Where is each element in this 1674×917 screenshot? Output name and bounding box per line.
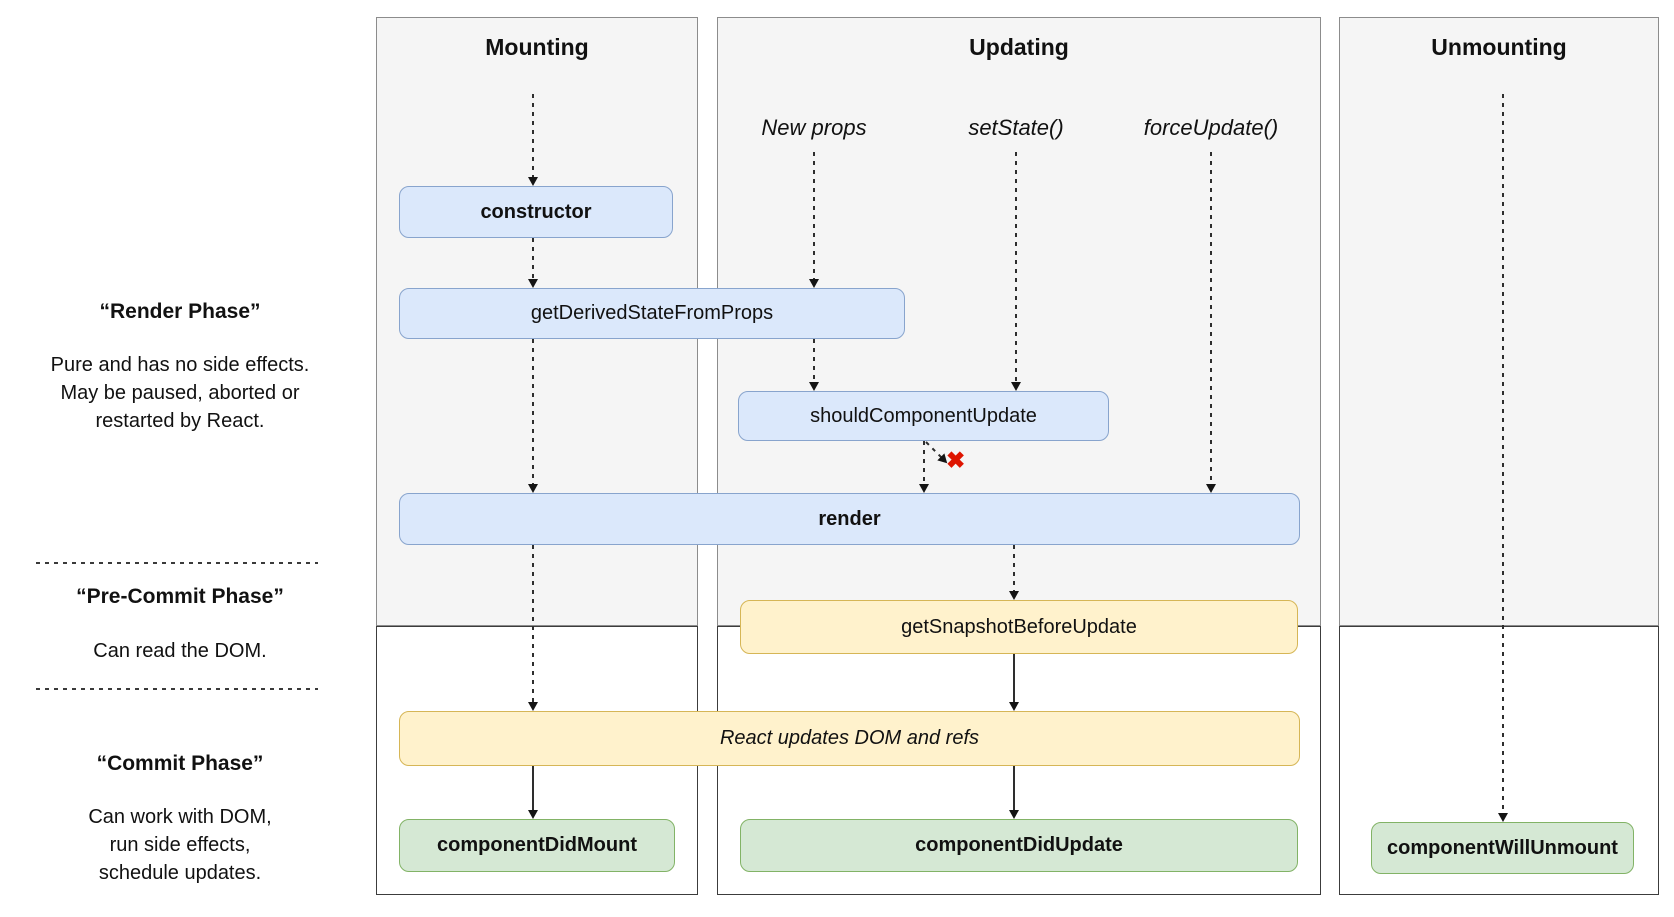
phase-separator-bottom — [36, 688, 318, 690]
trigger-label-set-state: setState() — [968, 115, 1064, 140]
node-constructor: constructor — [399, 186, 673, 238]
phase-pre-commit-title: “Pre-Commit Phase” — [76, 585, 284, 608]
node-get-derived-state-from-props: getDerivedStateFromProps — [399, 288, 905, 339]
column-title-updating: Updating — [969, 34, 1069, 60]
node-should-component-update: shouldComponentUpdate — [738, 391, 1109, 441]
node-render: render — [399, 493, 1300, 545]
phase-commit-body: Can work with DOM, run side effects, sch… — [88, 806, 272, 884]
column-title-unmounting: Unmounting — [1431, 34, 1567, 60]
node-component-did-update: componentDidUpdate — [740, 819, 1298, 872]
unmounting-render-phase-bg — [1339, 17, 1659, 626]
node-get-snapshot-before-update: getSnapshotBeforeUpdate — [740, 600, 1298, 654]
node-component-will-unmount: componentWillUnmount — [1371, 822, 1634, 874]
trigger-label-force-update: forceUpdate() — [1143, 115, 1279, 140]
node-component-did-mount: componentDidMount — [399, 819, 675, 872]
phase-render-title: “Render Phase” — [99, 300, 261, 323]
phase-commit-title: “Commit Phase” — [96, 752, 264, 775]
phase-separator-top — [36, 562, 318, 564]
column-title-mounting: Mounting — [485, 34, 589, 60]
trigger-label-new-props: New props — [761, 115, 867, 140]
phase-pre-commit-body: Can read the DOM. — [93, 640, 267, 662]
phase-render-body: Pure and has no side effects. May be pau… — [50, 354, 310, 432]
stop-x-icon: ✖ — [946, 447, 966, 473]
node-react-updates-dom: React updates DOM and refs — [399, 711, 1300, 766]
